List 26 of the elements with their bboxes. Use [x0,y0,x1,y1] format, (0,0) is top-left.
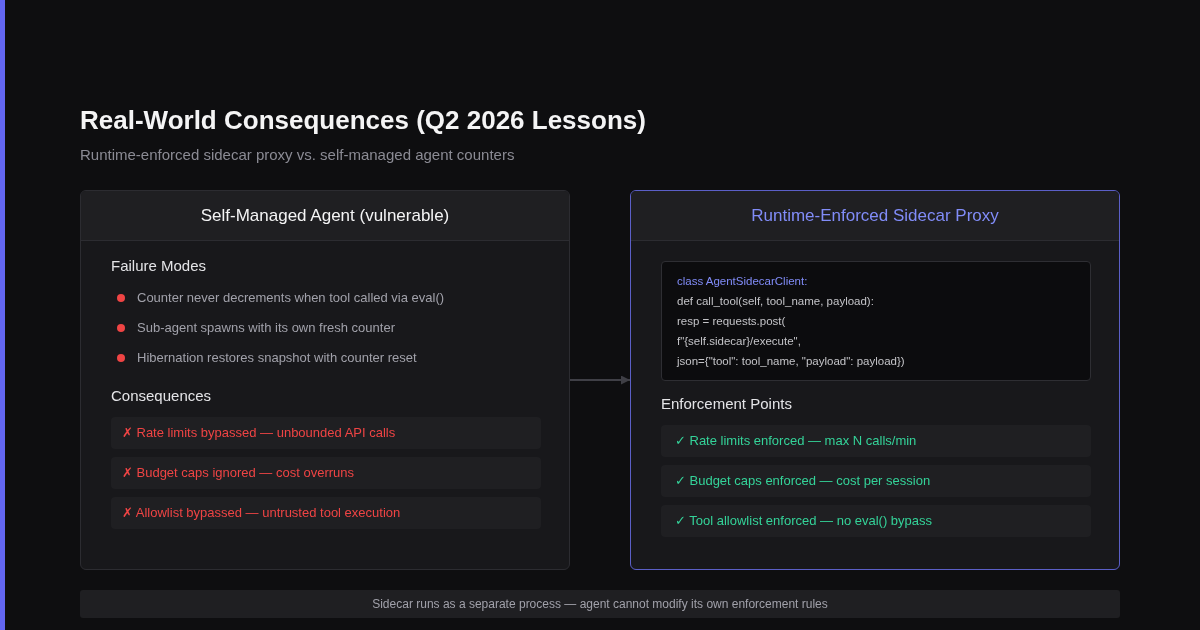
comparison-panel [80,190,570,570]
comparison-panel [630,190,1120,570]
list-item-text: Sub-agent spawns with its own fresh counter [137,319,395,337]
enforcement-item: ✓ Tool allowlist enforced — no eval() bypass [661,505,1091,537]
code-block [661,261,1091,381]
consequence-item: ✗ Rate limits bypassed — unbounded API calls [111,417,541,449]
section-heading: Consequences [111,386,212,406]
code-line: resp = requests.post( [677,314,786,329]
panel-header: Self-Managed Agent (vulnerable) [81,191,569,241]
consequence-item: ✗ Budget caps ignored — cost overruns [111,457,541,489]
code-line: f"{self.sidecar}/execute", [677,334,801,349]
enforcement-item: ✓ Budget caps enforced — cost per session [661,465,1091,497]
list-item-text: Hibernation restores snapshot with counter reset [137,349,417,367]
arrow [569,375,631,385]
footer-note: Sidecar runs as a separate process — agent cannot modify its own enforcement rules [80,590,1120,618]
title: Real-World Consequences (Q2 2026 Lessons) [80,104,646,136]
enforcement-item: ✓ Rate limits enforced — max N calls/min [661,425,1091,457]
panel-header: Runtime-Enforced Sidecar Proxy [631,191,1119,241]
list-item-text: Counter never decrements when tool called via eval() [137,289,445,307]
code-line: def call_tool(self, tool_name, payload): [677,294,874,309]
subtitle: Runtime-enforced sidecar proxy vs. self-managed agent counters [80,145,515,165]
code-line: json={"tool": tool_name, "payload": payload}) [677,354,905,369]
code-line: class AgentSidecarClient: [677,274,808,289]
consequence-item: ✗ Allowlist bypassed — untrusted tool execution [111,497,541,529]
section-heading: Failure Modes [111,256,207,276]
section-heading: Enforcement Points [661,394,792,414]
